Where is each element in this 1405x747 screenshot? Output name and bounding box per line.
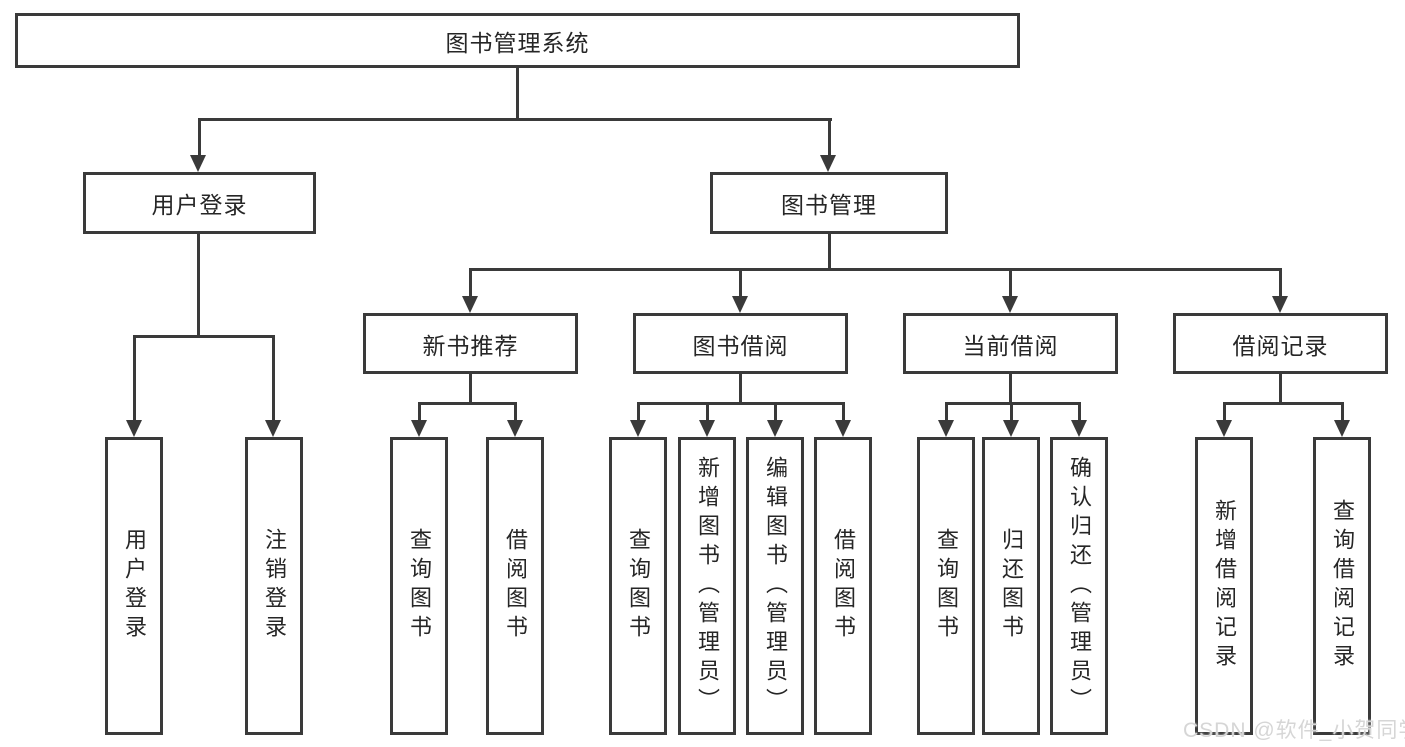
- connector-drop-leaf-login: [133, 335, 136, 421]
- leaf-borrow-add-books-admin: 新增图书（管理员）: [678, 437, 736, 735]
- node-label: 新增图书（管理员）: [695, 455, 720, 717]
- arrow-down-icon: [1272, 296, 1288, 313]
- connector-drop: [1341, 402, 1344, 421]
- arrow-down-icon: [1334, 420, 1350, 437]
- connector-drop-new-book: [469, 268, 472, 297]
- node-label: 归还图书: [999, 528, 1024, 644]
- arrow-down-icon: [630, 420, 646, 437]
- connector-drop: [418, 402, 421, 421]
- connector-root-stem: [516, 68, 519, 119]
- arrow-down-icon: [699, 420, 715, 437]
- connector-drop: [1010, 402, 1013, 421]
- leaf-current-return-books: 归还图书: [982, 437, 1040, 735]
- node-label: 借阅图书: [503, 528, 528, 644]
- leaf-user-login: 用户登录: [105, 437, 163, 735]
- node-label: 图书管理: [781, 192, 877, 218]
- node-library-system: 图书管理系统: [15, 13, 1020, 68]
- connector-drop: [706, 402, 709, 421]
- node-label: 用户登录: [151, 192, 248, 218]
- node-new-book-recommend: 新书推荐: [363, 313, 578, 374]
- arrow-down-icon: [1071, 420, 1087, 437]
- connector-drop-leaf-logout: [272, 335, 275, 421]
- connector-book-borrowing-rail: [637, 402, 845, 405]
- connector-new-book-rail: [418, 402, 517, 405]
- arrow-down-icon: [820, 155, 836, 172]
- leaf-records-query-record: 查询借阅记录: [1313, 437, 1371, 735]
- connector-book-management-rail: [469, 268, 1282, 271]
- leaf-records-add-record: 新增借阅记录: [1195, 437, 1253, 735]
- connector-drop: [637, 402, 640, 421]
- node-current-borrowing: 当前借阅: [903, 313, 1118, 374]
- connector-drop-borrowing-records: [1279, 268, 1282, 297]
- node-borrowing-records: 借阅记录: [1173, 313, 1388, 374]
- connector-current-borrowing-stem: [1009, 374, 1012, 404]
- node-label: 当前借阅: [962, 332, 1059, 359]
- leaf-borrow-edit-books-admin: 编辑图书（管理员）: [746, 437, 804, 735]
- connector-drop-book-management: [828, 118, 831, 156]
- node-label: 借阅图书: [831, 528, 856, 644]
- connector-drop: [842, 402, 845, 421]
- node-label: 查询借阅记录: [1330, 499, 1355, 673]
- connector-drop: [1078, 402, 1081, 421]
- connector-drop: [945, 402, 948, 421]
- node-book-management: 图书管理: [710, 172, 948, 234]
- connector-new-book-stem: [469, 374, 472, 404]
- arrow-down-icon: [265, 420, 281, 437]
- connector-current-borrowing-rail: [945, 402, 1081, 405]
- connector-drop-user-login: [198, 118, 201, 156]
- connector-user-login-rail: [133, 335, 275, 338]
- connector-drop: [514, 402, 517, 421]
- node-label: 用户登录: [122, 528, 147, 644]
- connector-borrowing-records-stem: [1279, 374, 1282, 404]
- arrow-down-icon: [462, 296, 478, 313]
- leaf-current-confirm-return-admin: 确认归还（管理员）: [1050, 437, 1108, 735]
- node-label: 图书管理系统: [445, 29, 590, 56]
- connector-borrowing-records-rail: [1223, 402, 1344, 405]
- node-label: 借阅记录: [1232, 332, 1329, 359]
- arrow-down-icon: [732, 296, 748, 313]
- arrow-down-icon: [411, 420, 427, 437]
- node-label: 查询图书: [407, 528, 432, 644]
- leaf-logout: 注销登录: [245, 437, 303, 735]
- node-label: 图书借阅: [692, 332, 789, 359]
- arrow-down-icon: [1216, 420, 1232, 437]
- leaf-borrow-borrow-books: 借阅图书: [814, 437, 872, 735]
- connector-book-management-stem: [828, 234, 831, 268]
- leaf-newbook-query-books: 查询图书: [390, 437, 448, 735]
- node-user-login: 用户登录: [83, 172, 316, 234]
- node-label: 新书推荐: [422, 332, 519, 359]
- leaf-newbook-borrow-books: 借阅图书: [486, 437, 544, 735]
- node-label: 新增借阅记录: [1212, 499, 1237, 673]
- connector-drop: [774, 402, 777, 421]
- arrow-down-icon: [1002, 296, 1018, 313]
- csdn-watermark: CSDN @软件_小贺同学: [1183, 719, 1405, 742]
- node-label: 查询图书: [626, 528, 651, 644]
- node-label: 查询图书: [934, 528, 959, 644]
- arrow-down-icon: [507, 420, 523, 437]
- arrow-down-icon: [767, 420, 783, 437]
- node-label: 注销登录: [262, 528, 287, 644]
- node-book-borrowing: 图书借阅: [633, 313, 848, 374]
- arrow-down-icon: [835, 420, 851, 437]
- node-label: 编辑图书（管理员）: [763, 455, 788, 717]
- connector-drop-current-borrowing: [1009, 268, 1012, 297]
- connector-drop: [1223, 402, 1226, 421]
- connector-user-login-stem: [197, 234, 200, 338]
- arrow-down-icon: [126, 420, 142, 437]
- connector-root-rail: [199, 118, 832, 121]
- node-label: 确认归还（管理员）: [1067, 455, 1092, 717]
- arrow-down-icon: [938, 420, 954, 437]
- leaf-borrow-query-books: 查询图书: [609, 437, 667, 735]
- connector-drop-book-borrowing: [739, 268, 742, 297]
- leaf-current-query-books: 查询图书: [917, 437, 975, 735]
- arrow-down-icon: [190, 155, 206, 172]
- connector-book-borrowing-stem: [739, 374, 742, 404]
- arrow-down-icon: [1003, 420, 1019, 437]
